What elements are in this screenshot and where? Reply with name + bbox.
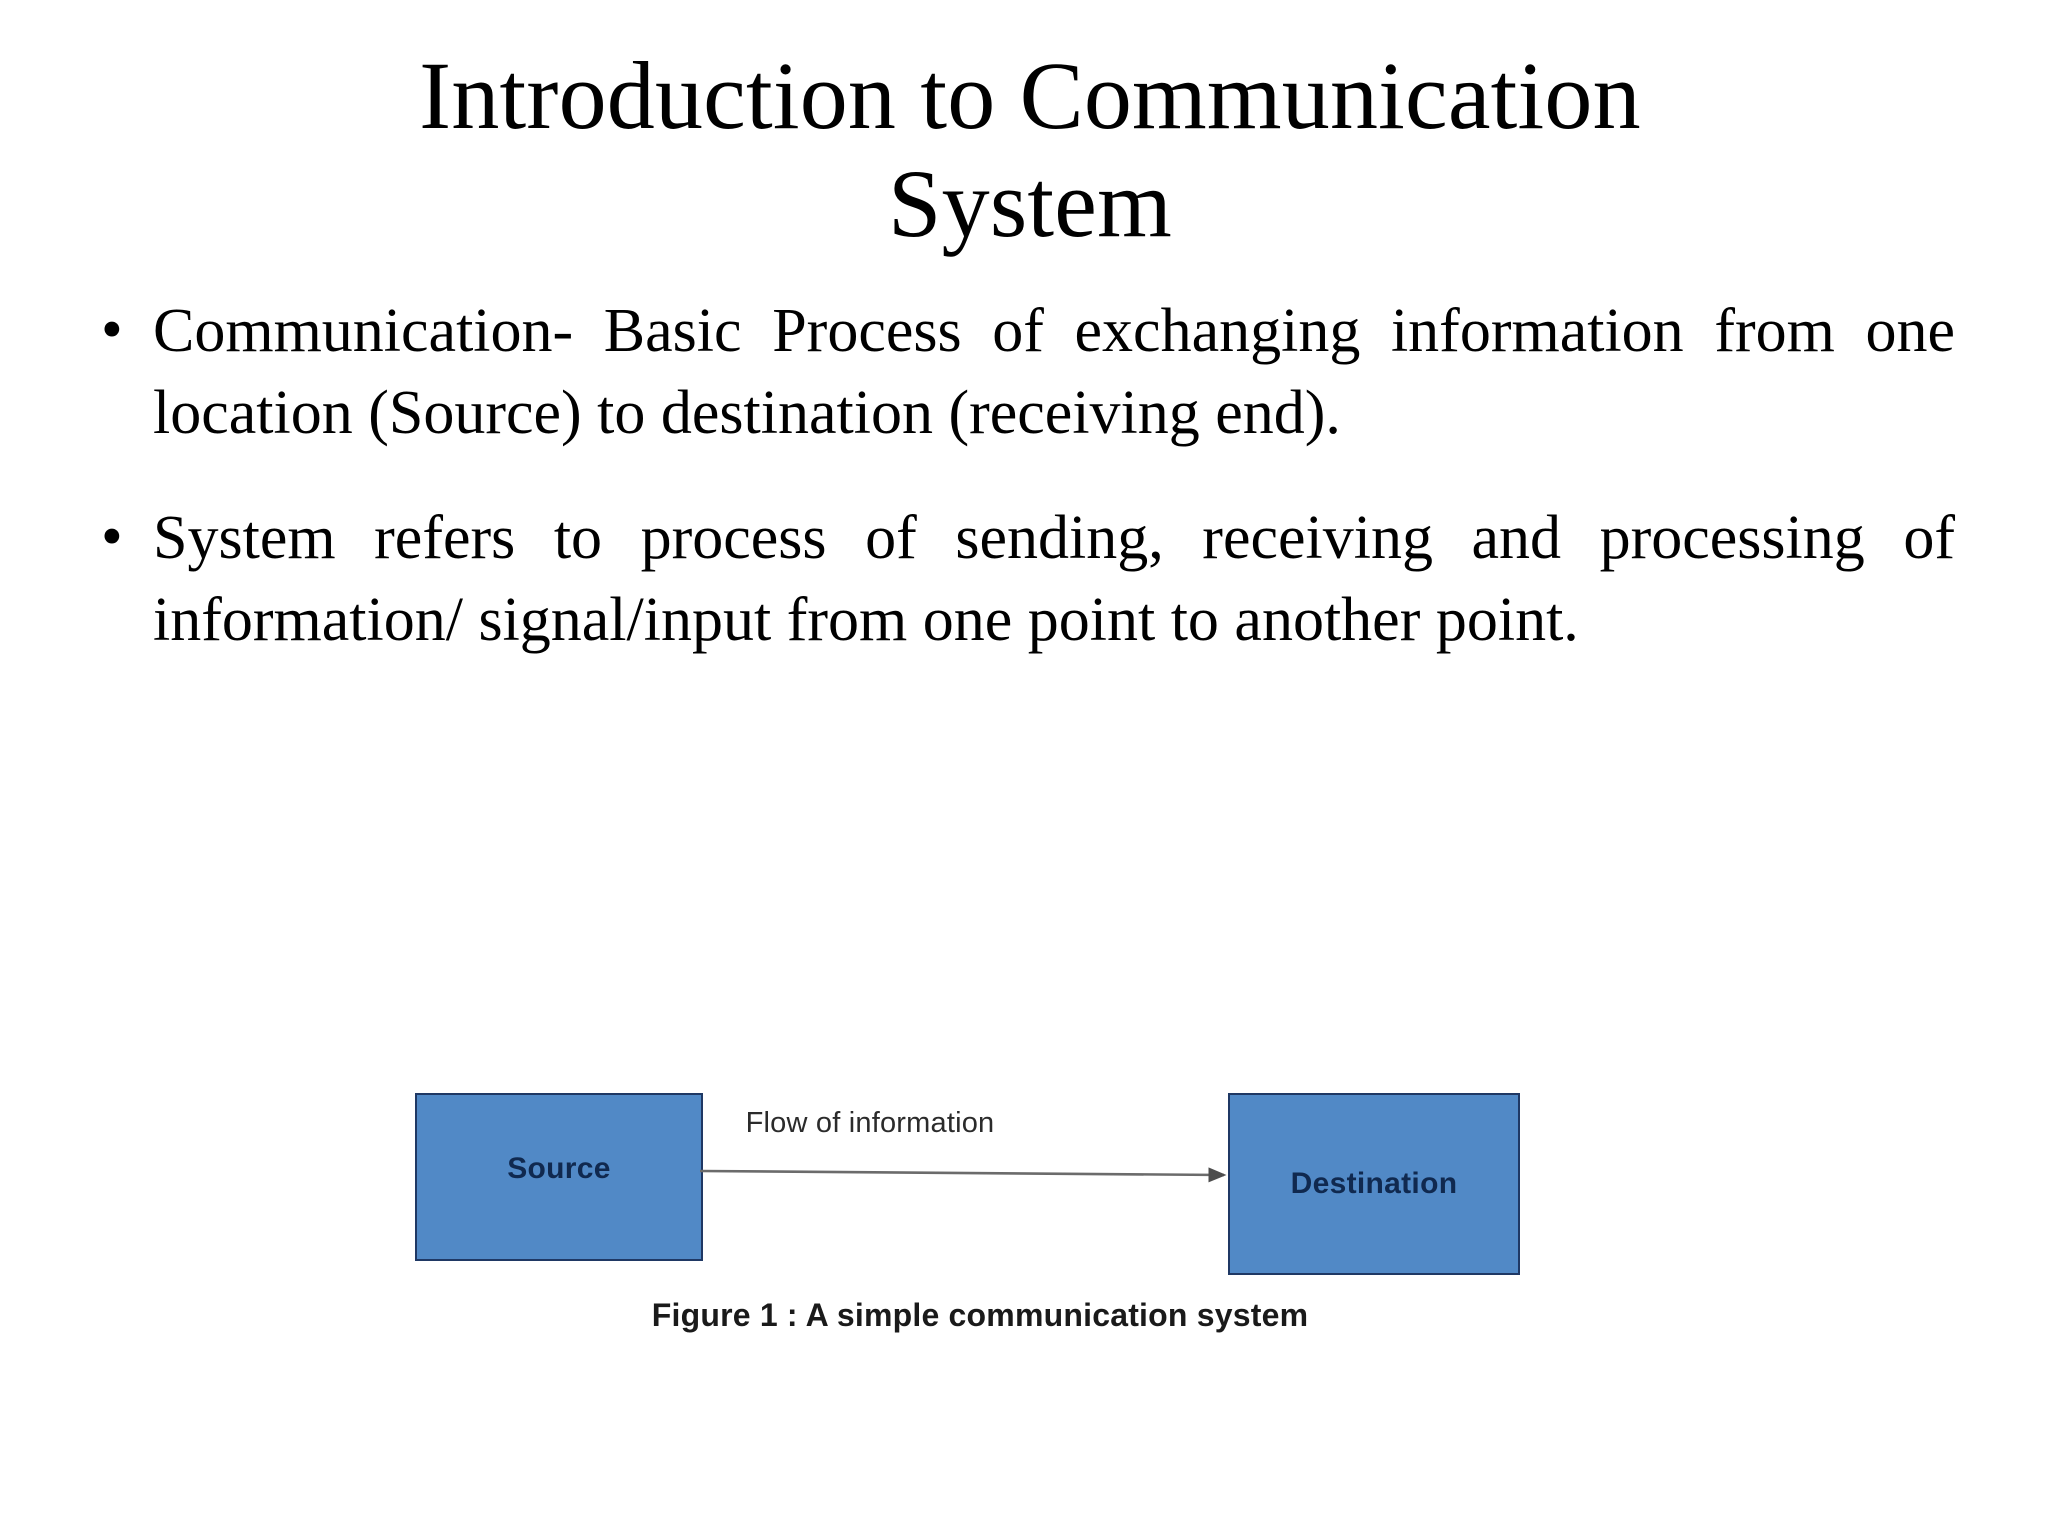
bullet-text-1: Communication- Basic Process of exchangi… xyxy=(153,297,1955,448)
page-title-line-1: Introduction to Communication xyxy=(419,42,1641,149)
diagram-edge-label: Flow of information xyxy=(745,1107,995,1139)
bullet-point-icon: • xyxy=(101,502,123,571)
diagram-node-destination-label: Destination xyxy=(1290,1167,1458,1200)
diagram-node-source-label: Source xyxy=(507,1152,611,1185)
bullet-point-icon: • xyxy=(101,296,123,364)
page-title-line-2: System xyxy=(888,149,1172,257)
communication-system-diagram: Source Flow of information Destination F… xyxy=(390,1085,1570,1385)
list-item: • Communication- Basic Process of exchan… xyxy=(95,290,1955,455)
diagram-node-source: Source xyxy=(415,1093,703,1261)
flow-arrow-icon xyxy=(700,1167,1227,1183)
page-title: Introduction to Communication System xyxy=(180,42,1880,257)
list-item: • System refers to process of sending, r… xyxy=(95,497,1955,662)
bullet-text-2: System refers to process of sending, rec… xyxy=(153,503,1955,655)
diagram-node-destination: Destination xyxy=(1228,1093,1520,1275)
bullet-list: • Communication- Basic Process of exchan… xyxy=(95,290,1955,704)
figure-caption: Figure 1 : A simple communication system xyxy=(651,1297,1309,1333)
